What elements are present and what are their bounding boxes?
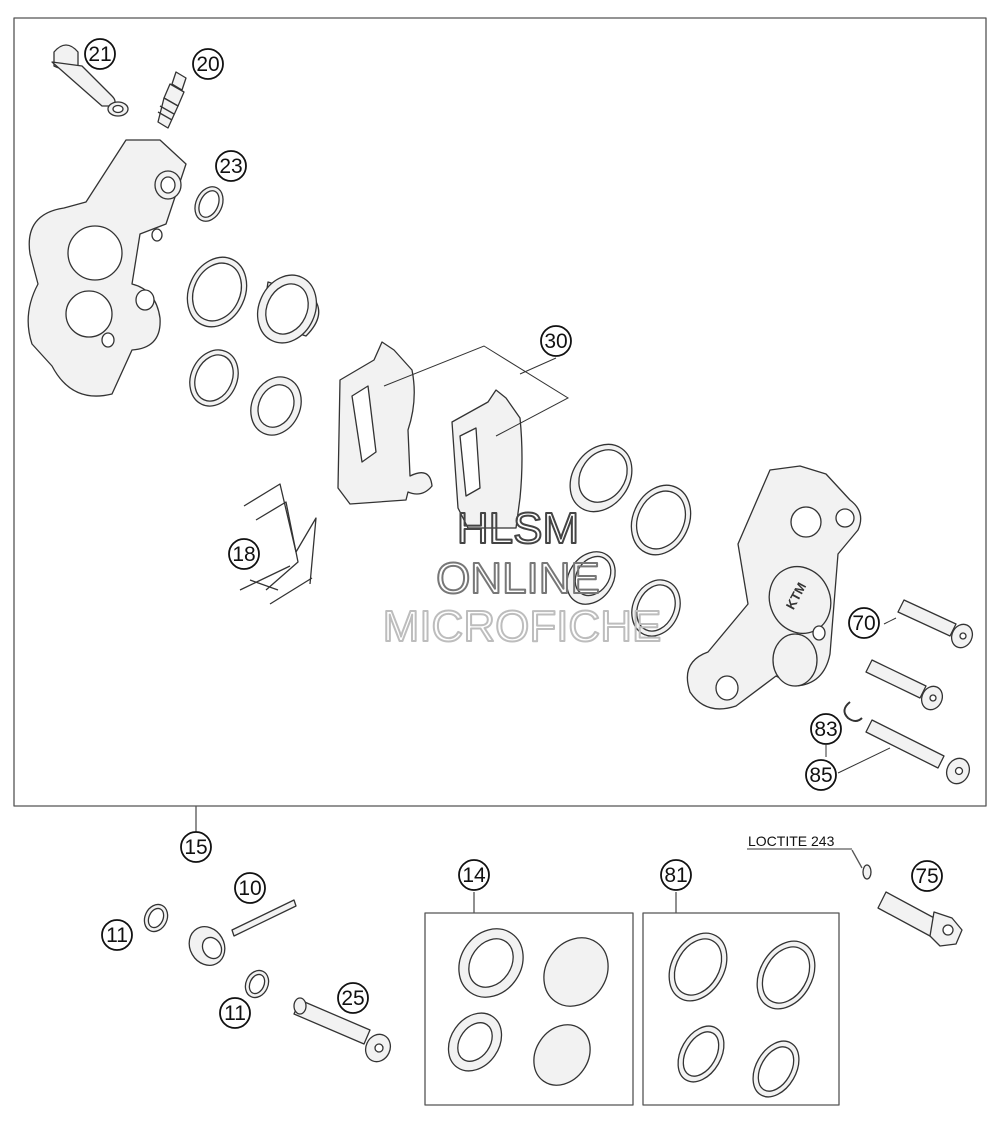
svg-text:25: 25 bbox=[341, 987, 364, 1010]
svg-text:11: 11 bbox=[224, 1002, 246, 1025]
kit-seal-1 bbox=[668, 932, 728, 1002]
piston-seal-upper-right bbox=[630, 484, 692, 556]
callout-14: 14 bbox=[458, 859, 490, 891]
leader-30-stem bbox=[519, 357, 557, 375]
piston-seal-lower-left bbox=[189, 349, 239, 407]
svg-text:18: 18 bbox=[232, 543, 255, 566]
callout-21: 21 bbox=[84, 38, 116, 70]
callout-10: 10 bbox=[234, 872, 266, 904]
svg-text:30: 30 bbox=[544, 330, 567, 353]
leader-85 bbox=[837, 747, 891, 774]
piston-kit-box bbox=[424, 912, 634, 1106]
piston-seal-upper-left bbox=[186, 256, 248, 328]
kit-piston-3 bbox=[447, 1012, 503, 1072]
bleed-cap-part-21 bbox=[51, 44, 129, 117]
callout-20: 20 bbox=[192, 48, 224, 80]
circlip-part-83 bbox=[843, 701, 863, 722]
piston-large-left bbox=[256, 274, 320, 344]
callout-18: 18 bbox=[228, 538, 260, 570]
callout-83: 83 bbox=[810, 713, 842, 745]
caliper-half-right: KTM bbox=[686, 465, 862, 710]
svg-text:83: 83 bbox=[814, 718, 837, 741]
seal-kit-box bbox=[642, 912, 840, 1106]
leader-30 bbox=[383, 345, 570, 437]
svg-text:70: 70 bbox=[852, 612, 875, 635]
piston-small-left bbox=[250, 376, 302, 436]
svg-text:10: 10 bbox=[238, 877, 261, 900]
callout-25: 25 bbox=[337, 982, 369, 1014]
kit-piston-2 bbox=[543, 937, 609, 1007]
lock-washer-part-75 bbox=[862, 864, 872, 880]
svg-text:11: 11 bbox=[106, 924, 128, 947]
o-ring-part-23 bbox=[194, 186, 224, 222]
svg-text:21: 21 bbox=[88, 43, 111, 66]
svg-text:23: 23 bbox=[219, 155, 242, 178]
svg-text:85: 85 bbox=[809, 764, 832, 787]
brake-line-part-10 bbox=[188, 899, 297, 966]
bolt-long-part-70 bbox=[897, 599, 974, 649]
kit-seal-4 bbox=[752, 1040, 800, 1098]
callout-11-upper: 11 bbox=[101, 919, 133, 951]
watermark: HLSM ONLINE MICROFICHE bbox=[382, 503, 663, 652]
watermark-line-1: HLSM bbox=[457, 504, 579, 553]
washer-upper-part-11 bbox=[143, 903, 169, 933]
piston-large-right bbox=[569, 443, 633, 513]
leader-70 bbox=[883, 617, 897, 625]
svg-text:15: 15 bbox=[184, 836, 207, 859]
svg-text:81: 81 bbox=[664, 864, 687, 887]
callout-70: 70 bbox=[848, 607, 880, 639]
callout-81: 81 bbox=[660, 859, 692, 891]
piston-small-right bbox=[566, 551, 616, 605]
kit-piston-4 bbox=[533, 1024, 591, 1086]
bolt-medium-part-70 bbox=[865, 659, 944, 711]
assembly-frame bbox=[13, 17, 987, 807]
pad-spring-part-18 bbox=[239, 483, 317, 605]
kit-seal-3 bbox=[677, 1025, 725, 1083]
callout-23: 23 bbox=[215, 150, 247, 182]
bleed-screw-part-20 bbox=[157, 71, 187, 129]
watermark-line-3: MICROFICHE bbox=[383, 602, 662, 651]
svg-text:75: 75 bbox=[915, 865, 938, 888]
bolt-pad-pin-part-85 bbox=[865, 719, 971, 785]
callout-11-lower: 11 bbox=[219, 997, 251, 1029]
kit-seal-2 bbox=[756, 940, 816, 1010]
washer-lower-part-11 bbox=[244, 969, 270, 999]
caliper-half-left bbox=[27, 139, 187, 397]
callout-15: 15 bbox=[180, 831, 212, 863]
brake-pad-left bbox=[337, 341, 433, 505]
piston-seal-lower-right bbox=[631, 579, 681, 637]
banjo-bolt-part-25 bbox=[293, 997, 392, 1063]
loctite-note: LOCTITE 243 bbox=[748, 833, 835, 849]
kit-piston-1 bbox=[458, 928, 524, 998]
svg-text:14: 14 bbox=[462, 864, 486, 887]
callout-85: 85 bbox=[805, 759, 837, 791]
leader-loctite bbox=[851, 849, 863, 869]
callout-75: 75 bbox=[911, 860, 943, 892]
mounting-bolt-part-75 bbox=[877, 891, 963, 947]
watermark-line-2: ONLINE bbox=[436, 554, 600, 603]
svg-text:20: 20 bbox=[196, 53, 219, 76]
brake-pad-right bbox=[451, 389, 523, 529]
callout-30: 30 bbox=[540, 325, 572, 357]
